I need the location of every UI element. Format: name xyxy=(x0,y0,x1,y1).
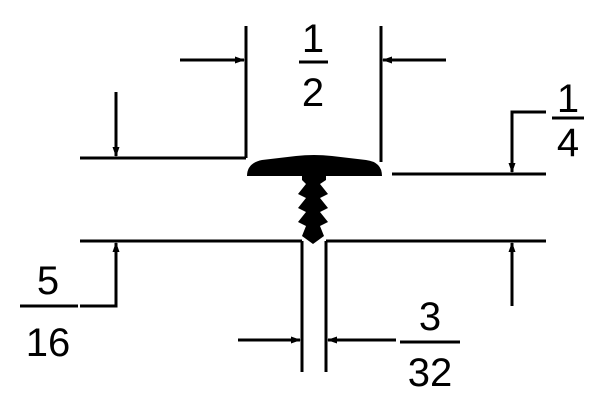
t-molding-profile xyxy=(247,155,382,244)
slot-width-numerator: 3 xyxy=(419,295,441,339)
substrate-panels xyxy=(80,239,546,372)
molding-barbed-spine xyxy=(298,172,328,244)
cap-height-denominator: 4 xyxy=(557,121,579,165)
top-width-dimension: 1 2 xyxy=(80,17,446,162)
top-width-numerator: 1 xyxy=(302,17,324,61)
slot-depth-numerator: 5 xyxy=(37,259,59,303)
cap-height-numerator: 1 xyxy=(557,77,579,121)
slot-width-dimension: 3 32 xyxy=(238,295,460,395)
slot-depth-leader xyxy=(80,286,118,308)
slot-depth-denominator: 16 xyxy=(26,321,71,365)
molding-cap xyxy=(247,155,382,176)
slot-width-denominator: 32 xyxy=(408,351,453,395)
cap-height-dimension: 1 4 xyxy=(392,77,584,306)
cap-height-leader xyxy=(510,110,546,140)
top-width-denominator: 2 xyxy=(302,71,324,115)
slot-depth-dimension: 5 16 xyxy=(20,242,120,365)
